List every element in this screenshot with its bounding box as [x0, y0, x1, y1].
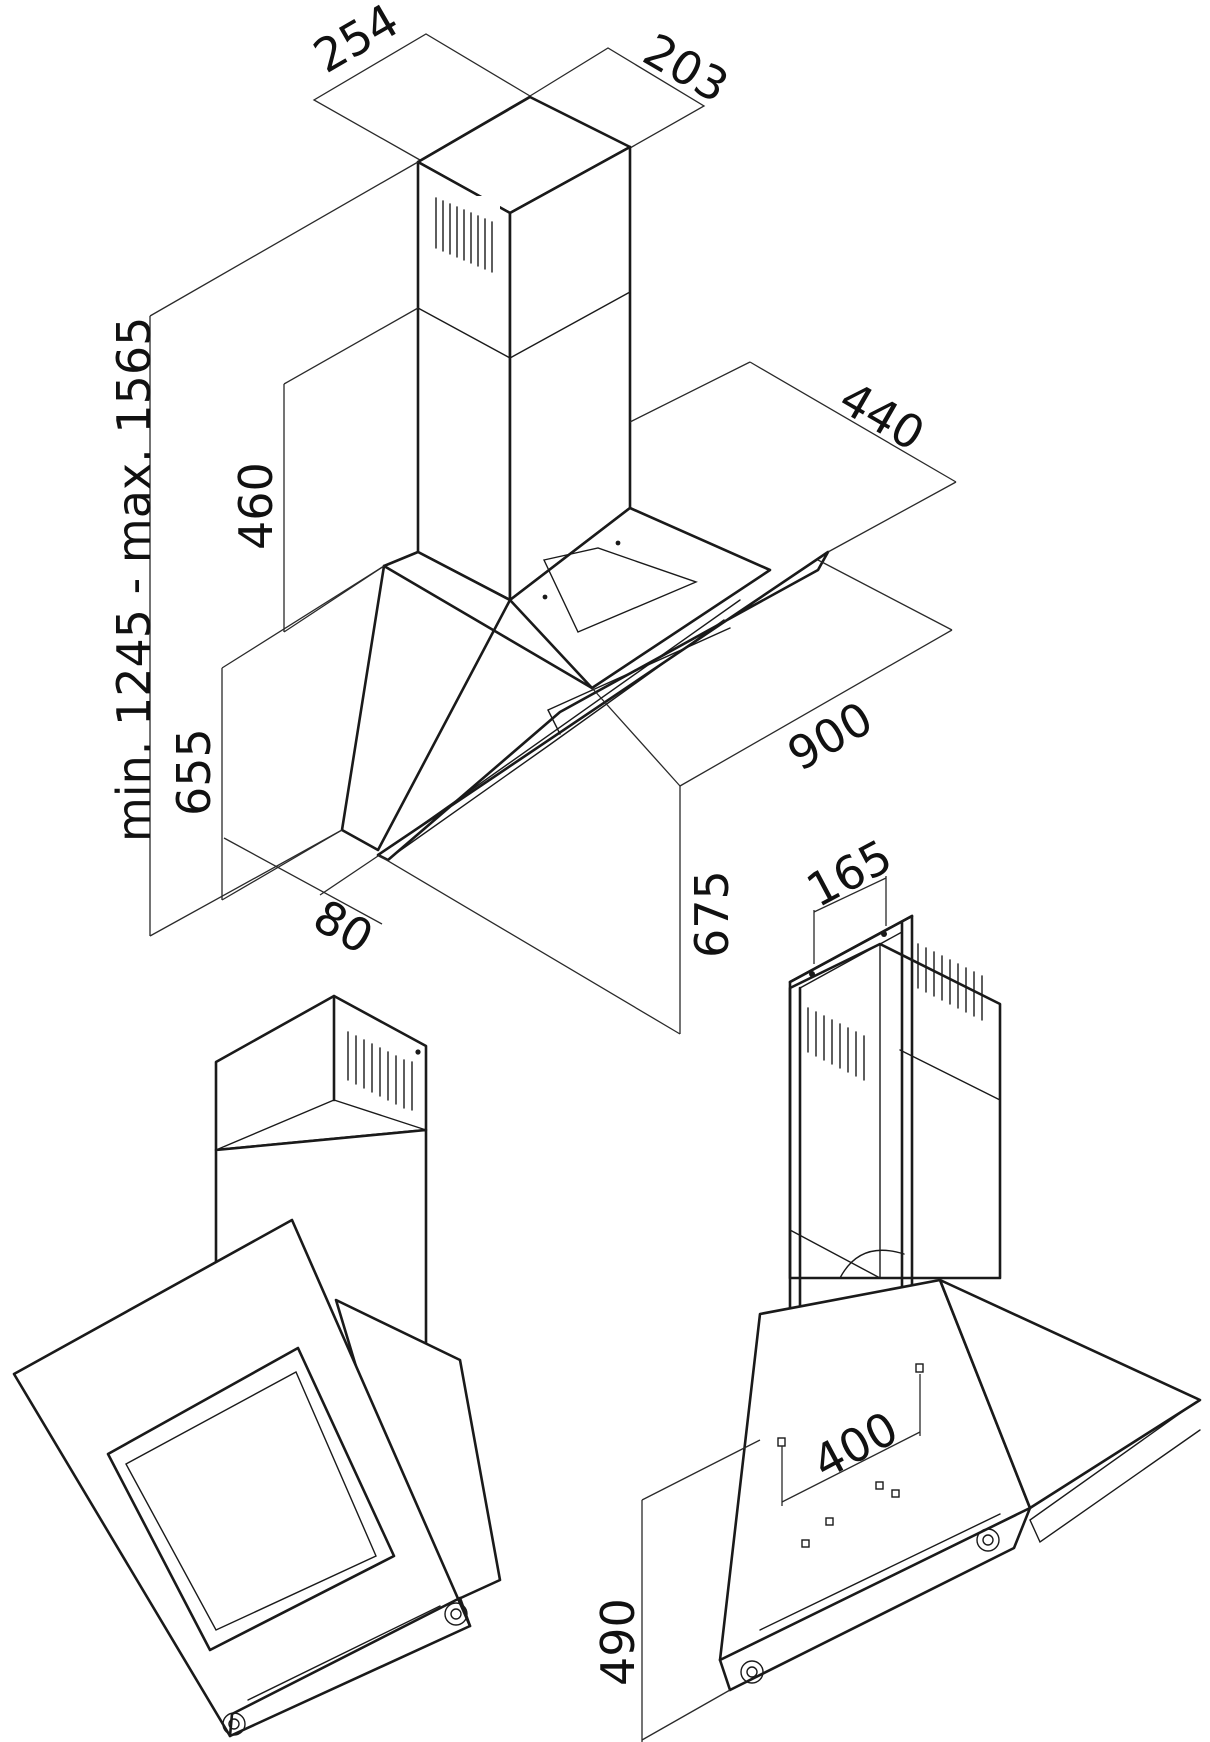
dimension-165: 165 [798, 829, 901, 964]
rear-light-icon [740, 1528, 1000, 1684]
dimension-675-label: 675 [685, 870, 739, 958]
dimension-165-label: 165 [798, 829, 901, 918]
front-perspective-view [12, 994, 502, 1738]
dimension-490: 490 [591, 1439, 761, 1742]
front-vent-grille-icon [347, 1031, 413, 1111]
rear-chimney [788, 942, 1002, 1280]
chimney [416, 95, 632, 602]
rear-vent-grille-right-icon [917, 943, 983, 1021]
dimension-460: 460 [229, 307, 419, 633]
chimney-vent-grille-icon [432, 196, 500, 273]
dimension-675: 675 [679, 786, 739, 1034]
dimension-overall-height-label: min. 1245 - max. 1565 [107, 317, 161, 842]
dimension-460-label: 460 [229, 462, 283, 550]
dimension-254-label: 254 [305, 0, 408, 84]
dimension-655: 655 [167, 565, 385, 901]
front-light-icon [222, 1602, 468, 1736]
dimension-440: 440 [629, 361, 957, 553]
dimension-440-label: 440 [831, 371, 934, 462]
rear-hood [718, 1278, 1202, 1692]
dimension-655-label: 655 [167, 728, 221, 816]
glass-panel [376, 550, 830, 862]
rear-mounting-view: 165 400 490 [591, 829, 1202, 1742]
hood-body [340, 506, 772, 852]
front-hood [12, 1218, 502, 1738]
dimension-80: 80 [223, 837, 383, 965]
dimension-900-label: 900 [779, 691, 882, 782]
mounting-bracket [788, 914, 914, 1322]
dimension-overall-height: min. 1245 - max. 1565 [107, 161, 419, 937]
dimension-80-label: 80 [305, 889, 383, 965]
dimension-490-label: 490 [591, 1598, 645, 1686]
dimension-203-label: 203 [635, 23, 738, 114]
